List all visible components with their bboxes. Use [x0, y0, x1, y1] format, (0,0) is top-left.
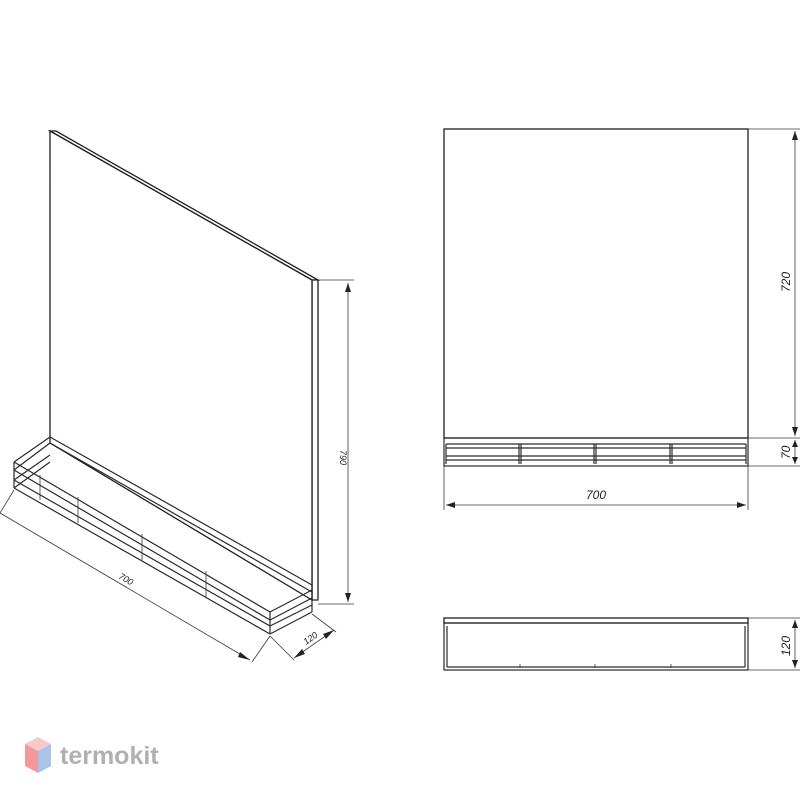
dim-700-iso-label: 700: [117, 571, 135, 587]
iso-dim-height: 790: [318, 279, 354, 605]
iso-shelf: [13, 436, 313, 635]
front-dim-700: 700: [443, 466, 749, 510]
top-shelf: [443, 622, 749, 671]
dim-720-label: 720: [779, 272, 793, 292]
top-dim-120: 120: [748, 617, 800, 671]
isometric-view: 790 700 120: [0, 129, 354, 663]
front-shelf: [443, 437, 749, 467]
hexagon-cube-icon: [25, 737, 51, 773]
dim-70-label: 70: [779, 445, 793, 459]
top-view: 120: [443, 617, 800, 671]
dim-120-label: 120: [779, 636, 793, 656]
front-dim-720: 720: [748, 128, 800, 439]
dim-120-iso-label: 120: [301, 630, 319, 647]
logo-wordmark: termokit: [60, 742, 159, 770]
brand-logo: termokit: [25, 737, 159, 773]
front-mirror: [443, 128, 749, 439]
mirror-right-edge: [311, 279, 319, 601]
top-mirror-edge: [443, 617, 749, 624]
dim-700-label: 700: [586, 488, 606, 502]
dim-790-label: 790: [338, 450, 348, 465]
front-dim-70: 70: [748, 440, 800, 467]
front-view: 720 70 700: [443, 128, 800, 510]
